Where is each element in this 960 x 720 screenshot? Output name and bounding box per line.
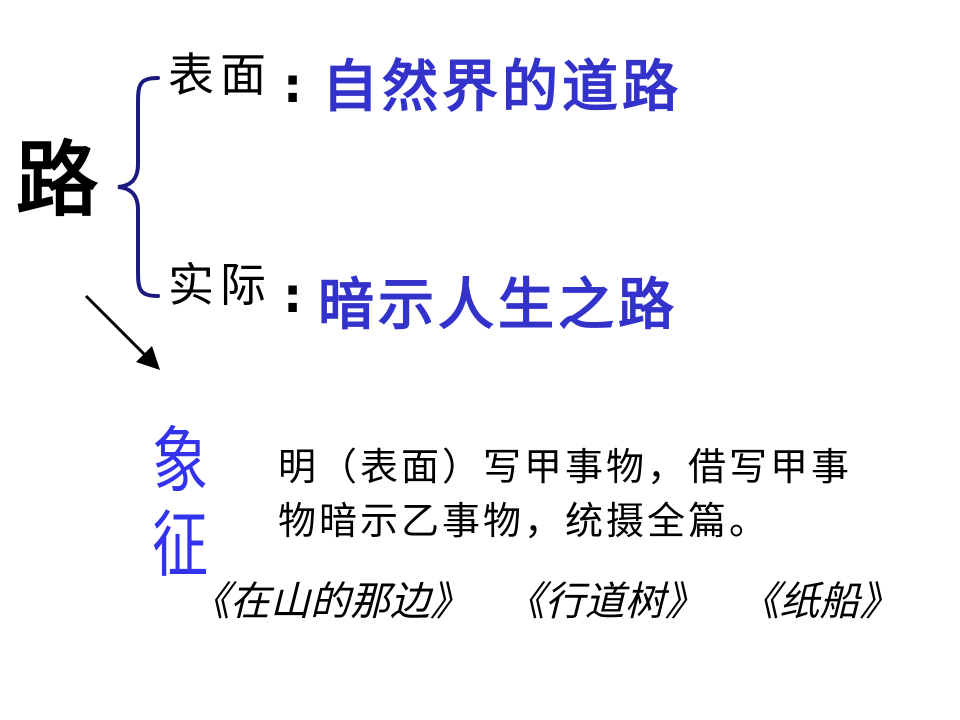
definition-line-2: 物暗示乙事物，统摄全篇。: [278, 499, 771, 543]
symbol-definition: 明（表面）写甲事物，借写甲事 物暗示乙事物，统摄全篇。: [278, 440, 958, 548]
book-title: 《在山的那边》: [190, 579, 470, 625]
actual-meaning: 暗示人生之路: [318, 273, 678, 338]
symbol-char-1: 象: [152, 419, 209, 503]
surface-meaning: 自然界的道路: [322, 55, 682, 120]
main-character-lu: 路: [16, 133, 99, 228]
definition-line-1: 明（表面）写甲事物，借写甲事: [278, 445, 853, 489]
surface-label: 表面: [168, 48, 272, 102]
symbol-term: 象 征: [152, 419, 209, 587]
book-list: 《在山的那边》 《行道树》 《纸船》: [190, 582, 921, 622]
curly-brace: [117, 76, 160, 298]
surface-colon: :: [283, 58, 303, 114]
book-title: 《纸船》: [739, 579, 900, 625]
symbol-char-2: 征: [152, 502, 209, 587]
book-title: 《行道树》: [504, 579, 705, 625]
down-right-arrow-icon: [84, 294, 160, 370]
actual-label: 实际: [168, 258, 272, 312]
actual-colon: :: [283, 268, 303, 324]
